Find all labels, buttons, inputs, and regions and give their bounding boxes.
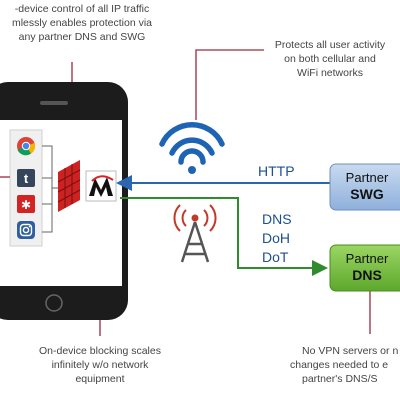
app-connectors — [42, 145, 58, 233]
partner-dns-label: Partner DNS — [330, 245, 400, 291]
callout-text: No VPN servers or n — [302, 345, 399, 357]
callout-text: on both cellular and — [284, 53, 376, 65]
partner-dns-line1: Partner — [345, 251, 389, 266]
partner-dns-line2: DNS — [352, 267, 382, 283]
callout-text: equipment — [75, 373, 125, 385]
callout-text: On-device blocking scales — [39, 345, 161, 357]
callout-text: infinitely w/o network — [51, 359, 149, 371]
phone-home-button — [45, 294, 63, 312]
callout-top-left: -device control of all IP traffic mlessl… — [0, 2, 172, 44]
chrome-icon — [17, 137, 36, 156]
dns-protocol-labels: DNS DoH DoT — [262, 210, 292, 267]
callout-text: Protects all user activity — [274, 39, 386, 51]
partner-dns-box — [329, 244, 400, 292]
callout-text: changes needed to e — [290, 359, 389, 371]
callout-bottom-right: No VPN servers or n changes needed to e … — [286, 344, 400, 386]
dot-label: DoT — [262, 249, 289, 265]
callout-text: WiFi networks — [297, 67, 363, 79]
firewall-icon — [57, 160, 81, 212]
callout-text: partner's DNS/S — [302, 373, 378, 385]
callout-text: mlessly enables protection via — [11, 17, 153, 29]
yelp-icon: ✱ — [17, 195, 35, 213]
cell-tower-icon — [173, 204, 217, 263]
instagram-icon — [17, 221, 35, 239]
partner-swg-line2: SWG — [350, 186, 384, 202]
agent-logo — [85, 170, 117, 202]
dns-label: DNS — [262, 211, 292, 227]
http-label: HTTP — [258, 163, 295, 179]
partner-swg-box — [329, 163, 400, 211]
tumblr-glyph: t — [24, 171, 29, 186]
callout-line-top-right — [195, 49, 264, 120]
wifi-icon — [159, 122, 225, 174]
dns-arrow — [120, 197, 328, 276]
phone-speaker — [40, 101, 68, 105]
partner-swg-label: Partner SWG — [330, 164, 400, 210]
callout-bottom-left: On-device blocking scales infinitely w/o… — [30, 344, 170, 386]
tumblr-icon: t — [17, 169, 35, 187]
partner-swg-line1: Partner — [345, 170, 389, 185]
callout-text: -device control of all IP traffic — [14, 3, 150, 15]
callout-text: any partner DNS and SWG — [18, 31, 146, 43]
yelp-glyph: ✱ — [21, 198, 31, 212]
callout-top-right: Protects all user activity on both cellu… — [264, 38, 396, 80]
doh-label: DoH — [262, 230, 291, 246]
